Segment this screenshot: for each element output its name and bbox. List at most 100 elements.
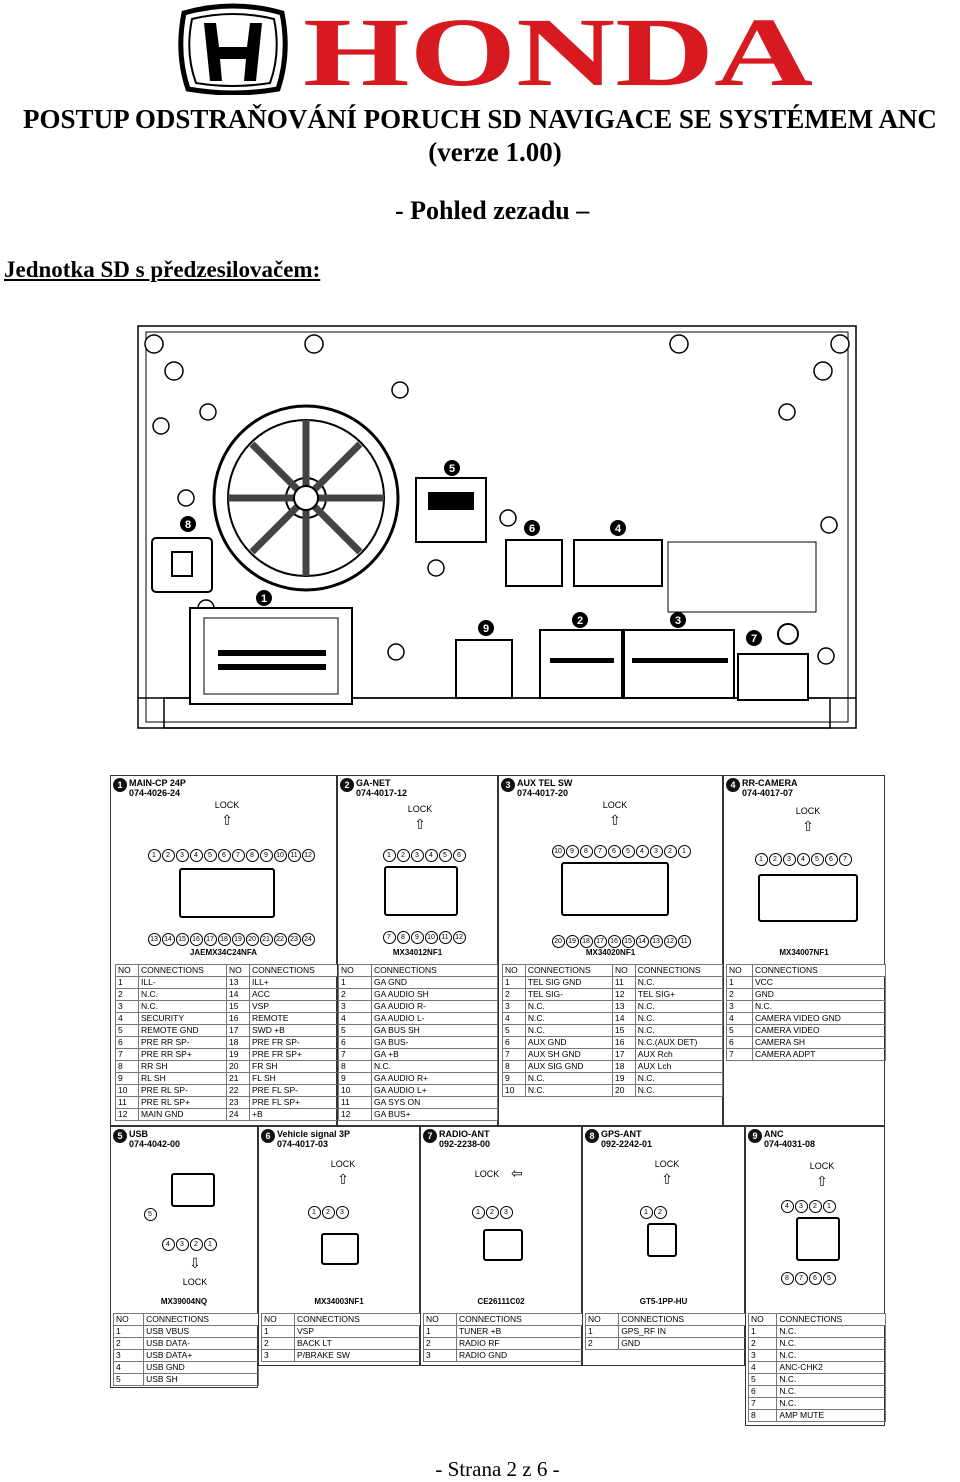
table-cell: 19 [611,1072,636,1085]
table-cell: 21 [225,1072,251,1085]
svg-text:4: 4 [615,523,622,535]
table-header-cell: CONNECTIONS [249,964,338,977]
table-cell: 8 [114,1060,140,1073]
connector-pin: 20 [551,935,565,948]
table-cell: N.C. [524,1084,613,1097]
table-cell: AUX SIG GND [524,1060,613,1073]
table-header-cell: NO [726,964,753,977]
table-cell: FR SH [249,1060,338,1073]
table-cell: 10 [114,1084,140,1097]
table-cell: GA BUS- [370,1036,499,1049]
connector-pin: 11 [677,935,691,948]
table-cell: GA AUDIO R+ [370,1072,499,1085]
table-cell: PRE FL SP- [249,1084,338,1097]
connector-pin: 2 [663,845,677,858]
table-header-cell: NO [423,1313,457,1326]
connector-1-code: 074-4026-24 [129,788,181,798]
connector-1-drawing [179,868,275,918]
connector-9-drawing [796,1217,840,1261]
table-cell: CAMERA VIDEO GND [751,1012,887,1025]
connector-3-name: AUX TEL SW [517,778,573,788]
table-cell: N.C. [634,1012,724,1025]
connector-pin: 15 [175,933,189,946]
connector-pin: 12 [452,931,466,944]
table-cell: AMP MUTE [776,1409,886,1422]
connector-1-name: MAIN-CP 24P [129,778,186,788]
table-cell: REMOTE GND [138,1024,227,1037]
unit-label: Jednotka SD s předzesilovačem: [4,257,321,282]
table-cell: 1 [502,976,526,989]
table-cell: 19 [225,1048,251,1061]
connector-pin: 2 [808,1200,822,1213]
table-cell: AUX Lch [634,1060,724,1073]
connector-pin: 1 [382,849,396,862]
table-cell: N.C. [751,1000,887,1013]
table-cell: 3 [423,1349,457,1362]
connector-pin: 2 [768,853,782,866]
connector-pin: 7 [593,845,607,858]
table-cell: GA BUS+ [370,1108,499,1121]
connector-pin: 6 [607,845,621,858]
connector-pin: 20 [245,933,259,946]
table-cell: N.C. [776,1349,886,1362]
table-cell: N.C. [776,1385,886,1398]
table-cell: AUX Rch [634,1048,724,1061]
svg-text:3: 3 [675,615,681,627]
table-cell: 2 [423,1337,457,1350]
connector-pin: 6 [452,849,466,862]
connector-pin: 4 [796,853,810,866]
table-cell: USB GND [143,1361,259,1374]
connector-pin: 2 [653,1206,667,1219]
lock-label: LOCK [809,1161,835,1171]
table-cell: 17 [611,1048,636,1061]
table-cell: PRE RR SP- [138,1036,227,1049]
connector-pin: 4 [635,845,649,858]
lock-label: LOCK [795,806,821,816]
connector-5-extra-pin: 5 [143,1203,157,1221]
table-cell: N.C. [524,1012,613,1025]
table-cell: TEL SIG+ [634,988,724,1001]
table-cell: 11 [114,1096,140,1109]
table-cell: RL SH [138,1072,227,1085]
table-cell: 4 [747,1361,778,1374]
table-cell: GA BUS SH [370,1024,499,1037]
table-cell: 7 [502,1048,526,1061]
connector-4-name: RR-CAMERA [742,778,798,788]
table-cell: GPS_RF IN [618,1325,746,1338]
connector-6-name: Vehicle signal 3P [277,1129,351,1139]
table-cell: CAMERA SH [751,1036,887,1049]
table-header-cell: NO [112,1313,145,1326]
table-cell: ILL+ [249,976,338,989]
table-cell: TEL SIG- [524,988,613,1001]
table-header-cell: CONNECTIONS [455,1313,584,1326]
table-cell: 5 [502,1024,526,1037]
table-cell: 1 [114,976,140,989]
